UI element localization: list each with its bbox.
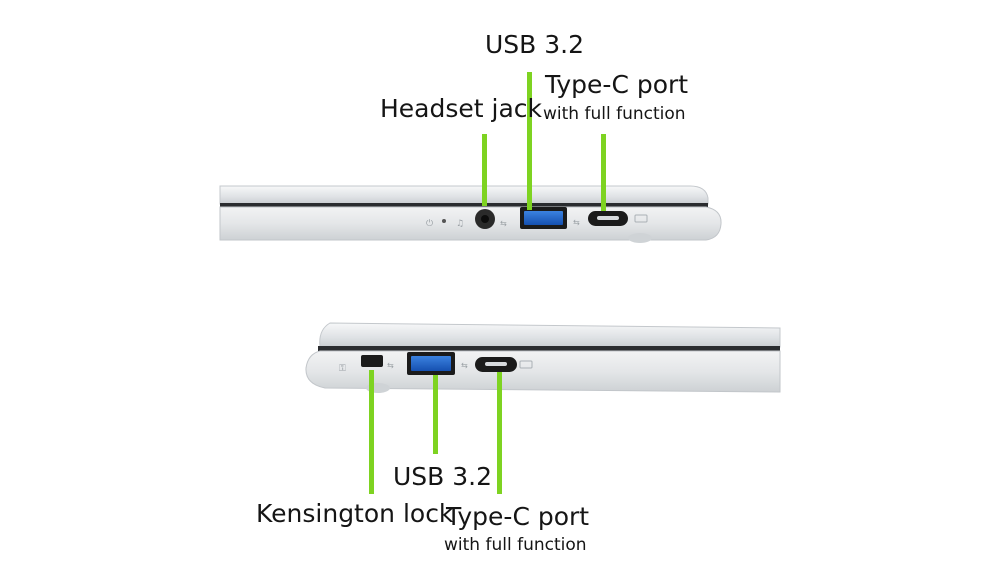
usb-glyph-icon: ⇆ [500, 219, 507, 228]
power-indicator-icon: ⏻ [426, 218, 433, 229]
label-usb-bottom: USB 3.2 [393, 462, 493, 491]
label-typec-top: Type-C port [545, 70, 689, 99]
label-kensington: Kensington lock [256, 499, 454, 528]
callout-line-headset [482, 134, 487, 206]
kensington-slot [361, 355, 383, 367]
label-typec-top-sub: with full function [543, 104, 686, 124]
lid-seam [220, 203, 708, 208]
bottom-laptop: ⚿ ⇆ ⇆ [305, 322, 781, 393]
callout-line-typec-top [601, 134, 606, 211]
battery-glyph-icon [519, 360, 533, 369]
rubber-foot [628, 233, 652, 243]
label-headset: Headset jack [380, 94, 543, 123]
label-typec-bottom-sub: with full function [444, 535, 587, 555]
battery-glyph-icon [634, 214, 648, 223]
callout-line-kensington [369, 370, 374, 494]
lid-seam [318, 346, 780, 352]
usb-c-glyph-icon: ⇆ [573, 218, 580, 227]
callout-line-usb-bottom [433, 375, 438, 454]
headset-glyph-icon: ♫ [456, 219, 464, 229]
usb-c-glyph-icon: ⇆ [461, 361, 468, 370]
label-usb-top: USB 3.2 [485, 30, 585, 59]
status-led [442, 219, 446, 223]
callout-line-typec-bottom [497, 372, 502, 494]
callout-line-usb-top [527, 72, 532, 210]
usb-glyph-icon: ⇆ [387, 361, 394, 370]
label-typec-bottom: Type-C port [446, 502, 590, 531]
top-laptop: ⏻ ♫ ⇆ ⇆ [219, 185, 722, 243]
lock-glyph-icon: ⚿ [339, 364, 346, 374]
